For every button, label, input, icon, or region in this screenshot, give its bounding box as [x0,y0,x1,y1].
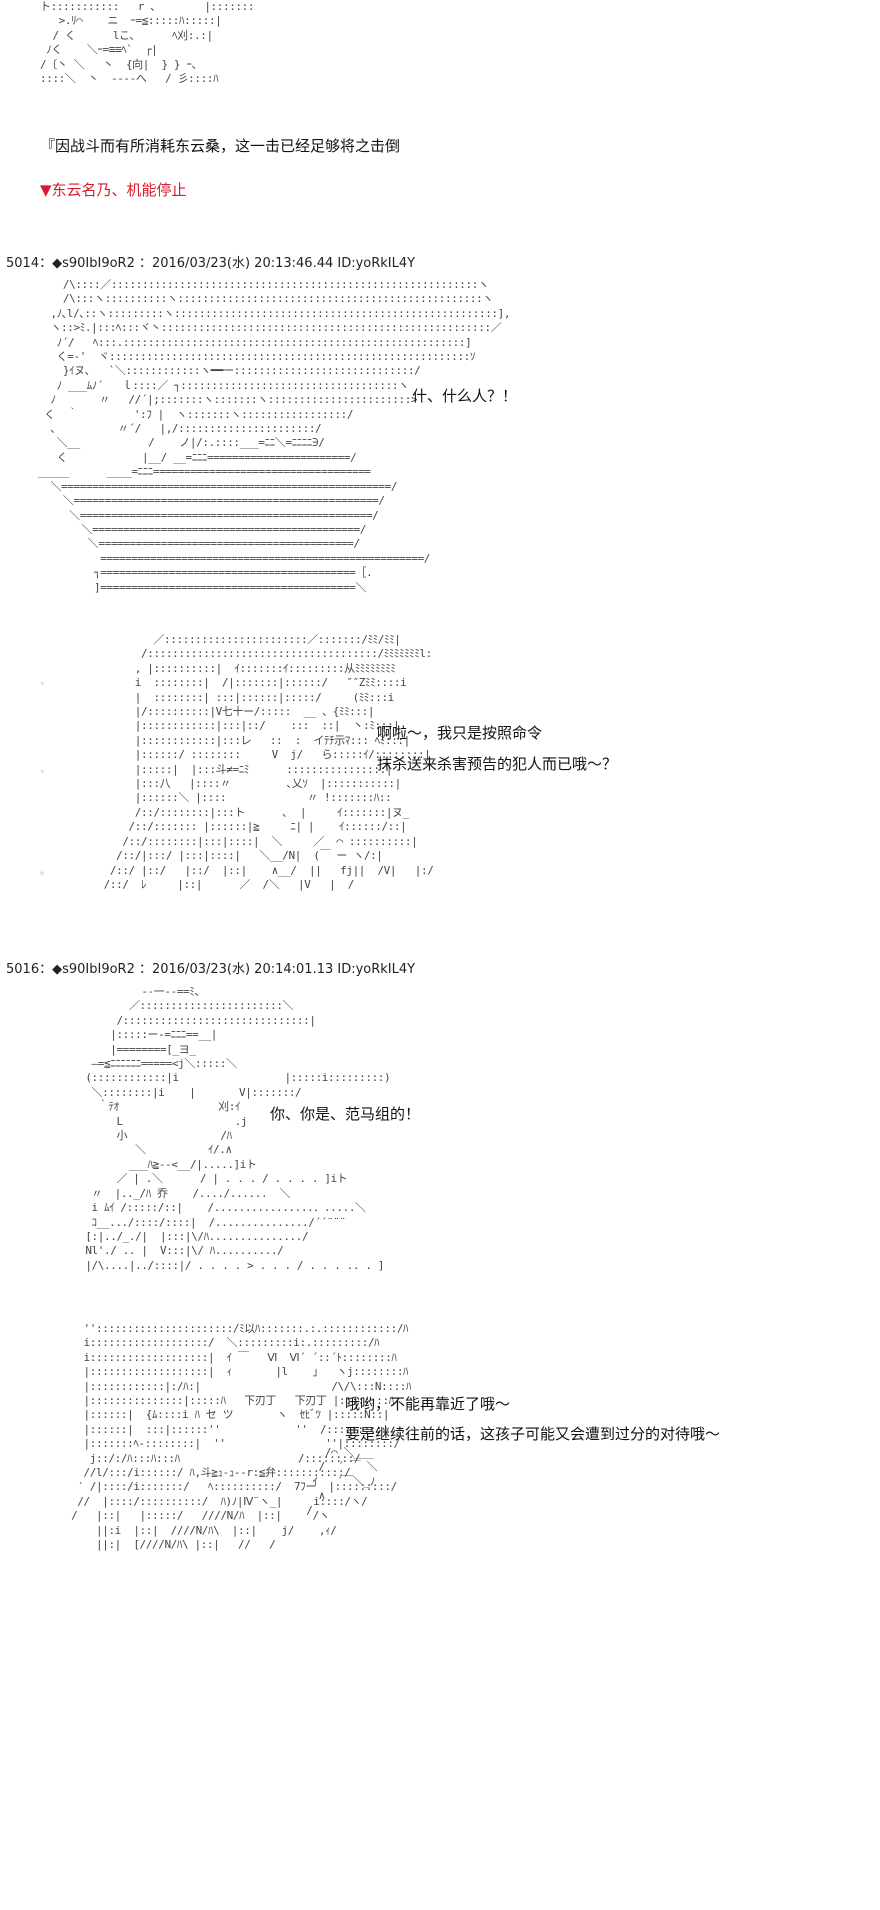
narration-text: 『因战斗而有所消耗东云桑，这一击已经足够将之击倒 [40,137,401,155]
ascii-art-hat-man: ‐‐一‐‐==ﾐ、 ／:::::::::::::::::::::::＼ /:::… [85,985,391,1272]
dialog-5016-b2: 要是继续往前的话，这孩子可能又会遭到过分的对待哦～ [345,1425,721,1443]
dialog-5016-b1: 哦哟，不能再靠近了哦～ [345,1395,511,1413]
dot-mark: 。 [40,864,51,877]
dialog-5014-a: 什、什么人？！ [412,387,518,405]
ascii-art-woman: ／:::::::::::::::::::::::／:::::::/ﾐﾐ/ﾐﾐ| … [103,633,434,891]
post-header-5016: 5016：◆s90IbI9oR2 ：2016/03/23(水) 20:14:01… [6,962,416,977]
dot-mark: 、 [40,674,51,687]
ascii-art-top: ト::::::::::: r 、 |::::::: >.ﾘ⌒ ニ ｰ=≦::::… [40,0,255,86]
ascii-art-hand: /⌒ ＼___ / ´ ￣ ＼ ｲ ´￣＼_ﾉ ∧ / [306,1446,378,1517]
post-header-5014: 5014：◆s90IbI9oR2 ：2016/03/23(水) 20:13:46… [6,256,416,271]
ascii-art-thug: ''::::::::::::::::::::::/ﾐ以ﾊ:::::::.:.::… [71,1322,412,1552]
ascii-art-ship: /\::::／:::::::::::::::::::::::::::::::::… [38,278,511,594]
dialog-5014-b2: 抹杀送来杀害预告的犯人而已哦～？ [377,755,618,773]
status-line: ▼东云名乃、机能停止 [40,181,187,199]
dialog-5014-b1: 啊啦～，我只是按照命令 [377,724,543,742]
dialog-5016-a: 你、你是、范马组的！ [270,1105,421,1123]
dot-mark: 、 [40,762,51,775]
